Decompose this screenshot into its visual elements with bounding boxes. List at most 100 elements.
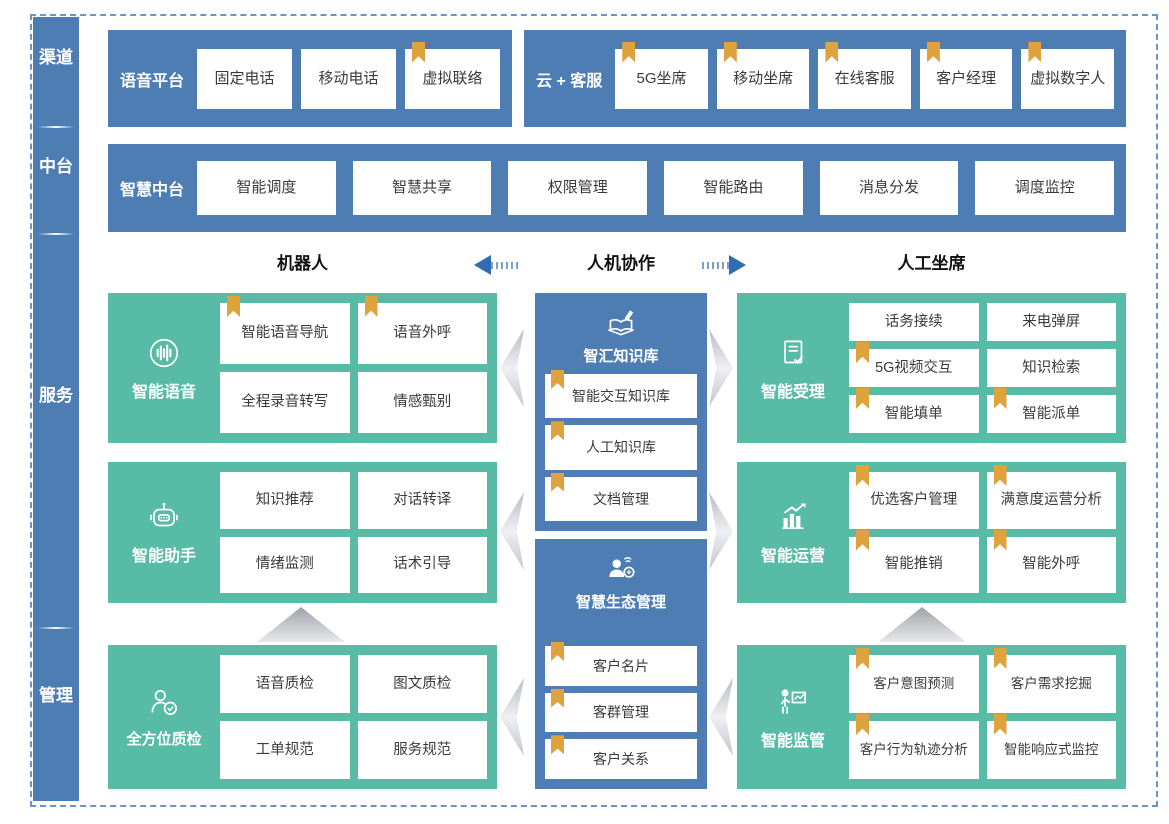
feature-box: 调度监控 [975,161,1115,215]
arrow-tail [491,261,518,269]
bookmark-icon [856,465,869,486]
feature-box: 消息分发 [819,161,959,215]
feature-box: 权限管理 [508,161,648,215]
bookmark-icon [825,41,839,63]
feature-label: 人工知识库 [586,439,656,456]
block-items: 语音质检 图文质检 工单规范 服务规范 [220,655,487,779]
block-items: 优选客户管理 满意度运营分析 智能推销 智能外呼 [849,465,1116,593]
knowledge-base-block: 智汇知识库 智能交互知识库 人工知识库 文档管理 [535,293,707,531]
feature-box: 智能交互知识库 [545,370,697,419]
block-side: 智能助手 [118,472,210,593]
feature-box: 智能派单 [986,388,1116,433]
block-side: 全方位质检 [118,655,210,779]
feature-box: 客户意图预测 [849,648,979,713]
block-items: 知识推荐 对话转译 情绪监测 话术引导 [220,472,487,593]
band-items: 5G坐席 移动坐席 在线客服 客户经理 虚拟数字人 [615,30,1114,127]
feature-label: 话务接续 [884,313,943,330]
feature-label: 知识推荐 [255,491,314,508]
feature-box: 语音外呼 [357,296,487,364]
feature-label: 客户名片 [593,657,649,674]
layer-label-channel: 渠道 [39,48,73,67]
feature-label: 智能推销 [884,556,943,573]
feature-label: 调度监控 [1014,179,1075,197]
feature-label: 智能填单 [884,405,943,422]
layer-label-middle-platform: 中台 [39,157,73,176]
feature-box: 5G视频交互 [849,342,979,387]
feature-box: 优选客户管理 [849,465,979,529]
supervision-icon [775,684,811,720]
bookmark-icon [551,642,564,661]
block-side: 智能运营 [747,472,839,593]
feature-label: 文档管理 [593,490,649,507]
bookmark-icon [412,41,426,63]
feature-label: 智能路由 [703,179,764,197]
bookmark-icon [551,370,564,389]
feature-box: 工单规范 [220,721,350,779]
band-title: 云 + 客服 [536,72,603,90]
block-items: 客户意图预测 客户需求挖掘 客户行为轨迹分析 智能响应式监控 [849,648,1116,779]
bookmark-icon [622,41,636,63]
feature-box: 智能调度 [197,161,336,215]
feature-box: 客户关系 [545,735,697,780]
collab-arrow-right-icon [702,254,746,276]
bookmark-icon [993,714,1007,735]
feature-box: 5G坐席 [615,41,708,109]
collab-arrow-left-icon [474,254,518,276]
feature-box: 智能推销 [849,529,979,593]
operation-chart-icon [775,499,811,535]
block-title: 智慧生态管理 [575,594,666,611]
feature-label: 智能派单 [1022,405,1081,422]
bookmark-icon [856,342,869,363]
bookmark-icon [993,465,1007,486]
bookmark-icon [993,529,1007,551]
feature-label: 知识检索 [1022,359,1081,376]
feature-label: 虚拟联络 [422,69,483,87]
divider [37,126,75,128]
feature-box: 智慧共享 [352,161,492,215]
block-side: 智能受理 [747,303,839,433]
feature-label: 语音质检 [255,675,314,692]
feature-box: 客群管理 [545,688,697,733]
feature-box: 客户行为轨迹分析 [849,714,979,779]
smart-assistant-block: 智能助手 知识推荐 对话转译 情绪监测 话术引导 [108,462,497,603]
feature-box: 智能填单 [849,388,979,433]
feature-box: 智能语音导航 [220,296,350,364]
feature-label: 语音外呼 [393,325,452,342]
bookmark-icon [856,388,869,409]
bookmark-icon [856,529,869,551]
diagram-border [30,14,1158,807]
feature-label: 客户行为轨迹分析 [859,742,968,758]
feature-label: 话术引导 [393,556,452,573]
feature-label: 虚拟数字人 [1030,69,1106,87]
divider [37,233,75,235]
ecosystem-icon [603,551,639,587]
feature-label: 服务规范 [393,741,452,758]
feature-box: 客户名片 [545,642,697,686]
band-items: 固定电话 移动电话 虚拟联络 [197,30,501,127]
block-items: 智能交互知识库 人工知识库 文档管理 [545,370,697,521]
feature-label: 5G坐席 [636,69,687,87]
feature-label: 客户需求挖掘 [1010,676,1092,692]
feature-box: 固定电话 [197,48,293,109]
block-head: 智汇知识库 [545,301,697,374]
bookmark-icon [856,714,869,735]
feature-label: 5G视频交互 [875,359,953,376]
feature-label: 智能交互知识库 [572,388,670,405]
feature-box: 智能响应式监控 [986,714,1116,779]
feature-box: 知识推荐 [220,472,350,529]
divider [37,627,75,629]
bookmark-icon [227,296,240,317]
feature-label: 智能语音导航 [241,325,329,342]
feature-box: 全程录音转写 [220,372,350,433]
feature-box: 虚拟联络 [405,41,501,109]
feature-box: 对话转译 [357,472,487,529]
band-title: 语音平台 [120,72,185,90]
smart-middle-platform-band: 智慧中台 智能调度 智慧共享 权限管理 智能路由 消息分发 调度监控 [108,144,1126,232]
feature-label: 移动坐席 [733,69,794,87]
feature-box: 在线客服 [818,41,911,109]
block-title: 智能助手 [131,548,196,565]
feature-box: 人工知识库 [545,421,697,470]
block-title: 智能监管 [760,732,825,750]
block-title: 智能运营 [760,548,825,565]
